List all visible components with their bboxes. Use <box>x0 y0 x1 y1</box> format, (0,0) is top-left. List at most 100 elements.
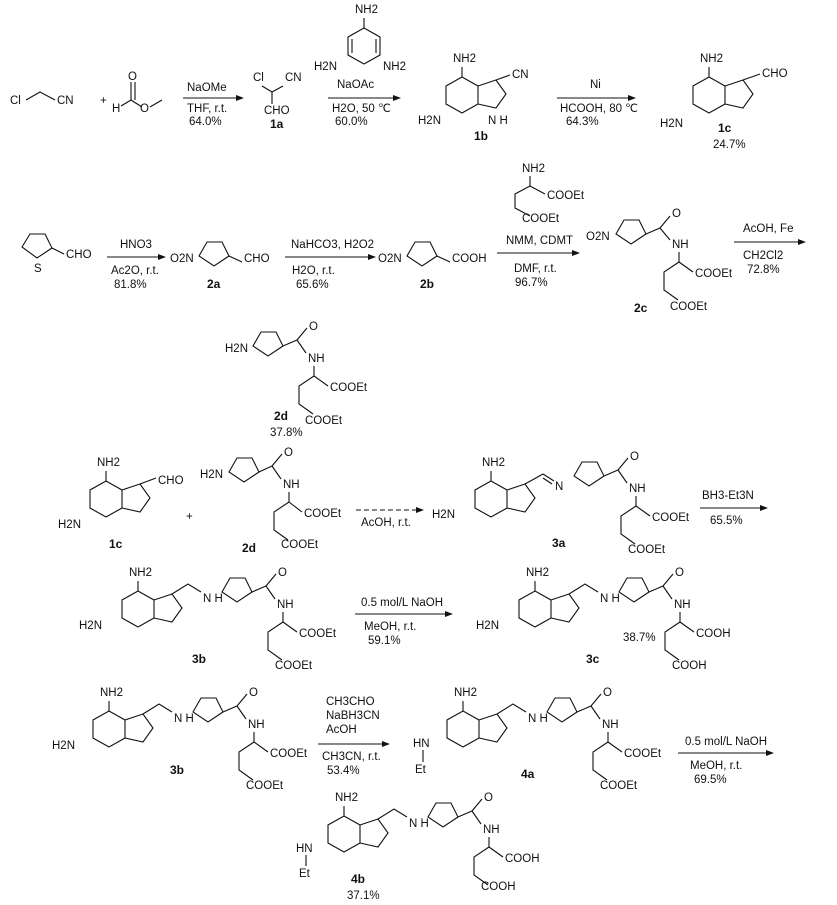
atom-label: NH2 <box>100 687 123 699</box>
atom-label: O <box>672 208 681 220</box>
compound-3a: NH2 N O NH COOEt COOEt H2N 3a <box>432 451 690 556</box>
yield-label: 65.5% <box>710 515 743 527</box>
atom-label: COOH <box>696 628 731 640</box>
atom-label: NH2 <box>355 4 378 16</box>
atom-label: Et <box>299 868 311 880</box>
compound-1a: Cl CN CHO 1a <box>253 72 302 131</box>
reaction-arrow-6: NMM, CDMT DMF, r.t. 96.7% <box>497 235 580 289</box>
atom-label: NH2 <box>97 457 120 469</box>
condition-label: THF, r.t. <box>187 103 227 115</box>
condition-label: Ac2O, r.t. <box>111 265 159 277</box>
chloroacetonitrile: Cl CN <box>10 91 74 107</box>
atom-label: H2N <box>200 469 223 481</box>
atom-label: NH <box>674 599 691 611</box>
atom-label: H2N <box>660 118 683 130</box>
reagent-label: NMM, CDMT <box>506 235 573 247</box>
atom-label: COOEt <box>624 748 662 760</box>
atom-label: NH2 <box>526 567 549 579</box>
compound-label: 2a <box>207 277 221 291</box>
atom-label: COOH <box>452 253 487 265</box>
compound-3c: NH2 N H O NH COOH COOH H2N 38.7% 3c <box>476 567 731 672</box>
condition-label: MeOH, r.t. <box>690 760 742 772</box>
compound-1c: NH2 CHO H2N 1c 24.7% <box>660 53 788 151</box>
atom-label: COOEt <box>270 748 308 760</box>
atom-label: O <box>484 792 493 804</box>
atom-label: COOEt <box>547 190 585 202</box>
condition-label: H2O, r.t. <box>292 265 335 277</box>
atom-label: H2N <box>418 115 441 127</box>
yield-label: 38.7% <box>623 632 656 644</box>
row-1: Cl CN + H O O NaOMe THF, r.t. 64.0% Cl <box>10 4 788 151</box>
compound-3b-reactant: NH2 N H O NH COOEt COOEt H2N 3b <box>52 687 308 792</box>
atom-label: COOEt <box>670 301 708 313</box>
atom-label: NH2 <box>454 687 477 699</box>
atom-label: COOEt <box>522 213 560 225</box>
compound-label: 4a <box>521 767 535 781</box>
atom-label: O <box>309 321 318 333</box>
atom-label: O <box>128 71 137 83</box>
atom-label: O2N <box>586 231 610 243</box>
reagent-label: NaOAc <box>337 79 374 91</box>
reagent-label: BH3-Et3N <box>702 490 754 502</box>
reagent-label: NaHCO3, H2O2 <box>291 239 374 251</box>
reaction-arrow-1: NaOMe THF, r.t. 64.0% <box>183 82 244 128</box>
yield-label: 24.7% <box>713 139 746 151</box>
compound-label: 4b <box>351 872 365 886</box>
atom-label: COOEt <box>695 268 733 280</box>
atom-label: N H <box>409 818 429 830</box>
atom-label: O <box>675 567 684 579</box>
atom-label: H2N <box>225 343 248 355</box>
reagent-label: Ni <box>590 79 601 91</box>
yield-label: 59.1% <box>368 635 401 647</box>
reagent-label: NaBH3CN <box>326 710 380 722</box>
atom-label: H2N <box>52 740 75 752</box>
atom-label: COOEt <box>281 539 319 551</box>
yield-label: 81.8% <box>114 279 147 291</box>
yield-label: 37.1% <box>347 890 380 902</box>
diethyl-glutamate: NH2 COOEt COOEt <box>514 163 585 225</box>
atom-label: COOEt <box>652 512 690 524</box>
condition-label: AcOH, r.t. <box>361 517 411 529</box>
atom-label: O <box>278 567 287 579</box>
atom-label: O <box>140 103 149 115</box>
atom-label: NH2 <box>700 53 723 65</box>
atom-label: CHO <box>244 253 270 265</box>
atom-label: CHO <box>158 475 184 487</box>
compound-label: 1c <box>109 537 123 551</box>
atom-label: HN <box>296 843 313 855</box>
atom-label: HN <box>413 738 430 750</box>
atom-label: NH <box>308 353 325 365</box>
atom-label: N H <box>600 593 620 605</box>
atom-label: O2N <box>378 253 402 265</box>
reaction-arrow-9: BH3-Et3N 65.5% <box>700 490 768 527</box>
reaction-arrow-10: 0.5 mol/L NaOH MeOH, r.t. 59.1% <box>355 597 453 647</box>
yield-label: 65.6% <box>296 279 329 291</box>
atom-label: O <box>249 687 258 699</box>
compound-2c: O2N O NH COOEt COOEt 2c <box>586 208 733 315</box>
triaminopyrimidine: NH2 H2N NH2 <box>314 4 406 73</box>
reagent-label: AcOH, Fe <box>743 223 793 235</box>
atom-label: H2N <box>58 519 81 531</box>
atom-label: N H <box>174 713 194 725</box>
reagent-label: NaOMe <box>187 82 227 94</box>
row-2: S CHO HNO3 Ac2O, r.t. 81.8% O2N CHO 2a N… <box>21 163 806 439</box>
compound-label: 2d <box>242 541 256 555</box>
atom-label: NH <box>283 479 300 491</box>
thiophene-carbaldehyde: S CHO <box>21 233 92 275</box>
atom-label: COOH <box>505 853 540 865</box>
condition-label: MeOH, r.t. <box>364 621 416 633</box>
atom-label: NH <box>248 719 265 731</box>
condition-label: CH3CN, r.t. <box>322 751 381 763</box>
atom-label: CHO <box>264 105 290 117</box>
atom-label: CN <box>57 95 74 107</box>
atom-label: S <box>34 263 42 275</box>
atom-label: CN <box>285 72 302 84</box>
atom-label: NH2 <box>383 61 406 73</box>
methyl-formate: H O O <box>112 71 163 115</box>
compound-label: 3c <box>586 652 600 666</box>
atom-label: N H <box>488 115 508 127</box>
compound-label: 1b <box>474 129 488 143</box>
atom-label: N H <box>203 593 223 605</box>
compound-2d: H2N O NH COOEt COOEt 2d 37.8% <box>225 321 368 439</box>
